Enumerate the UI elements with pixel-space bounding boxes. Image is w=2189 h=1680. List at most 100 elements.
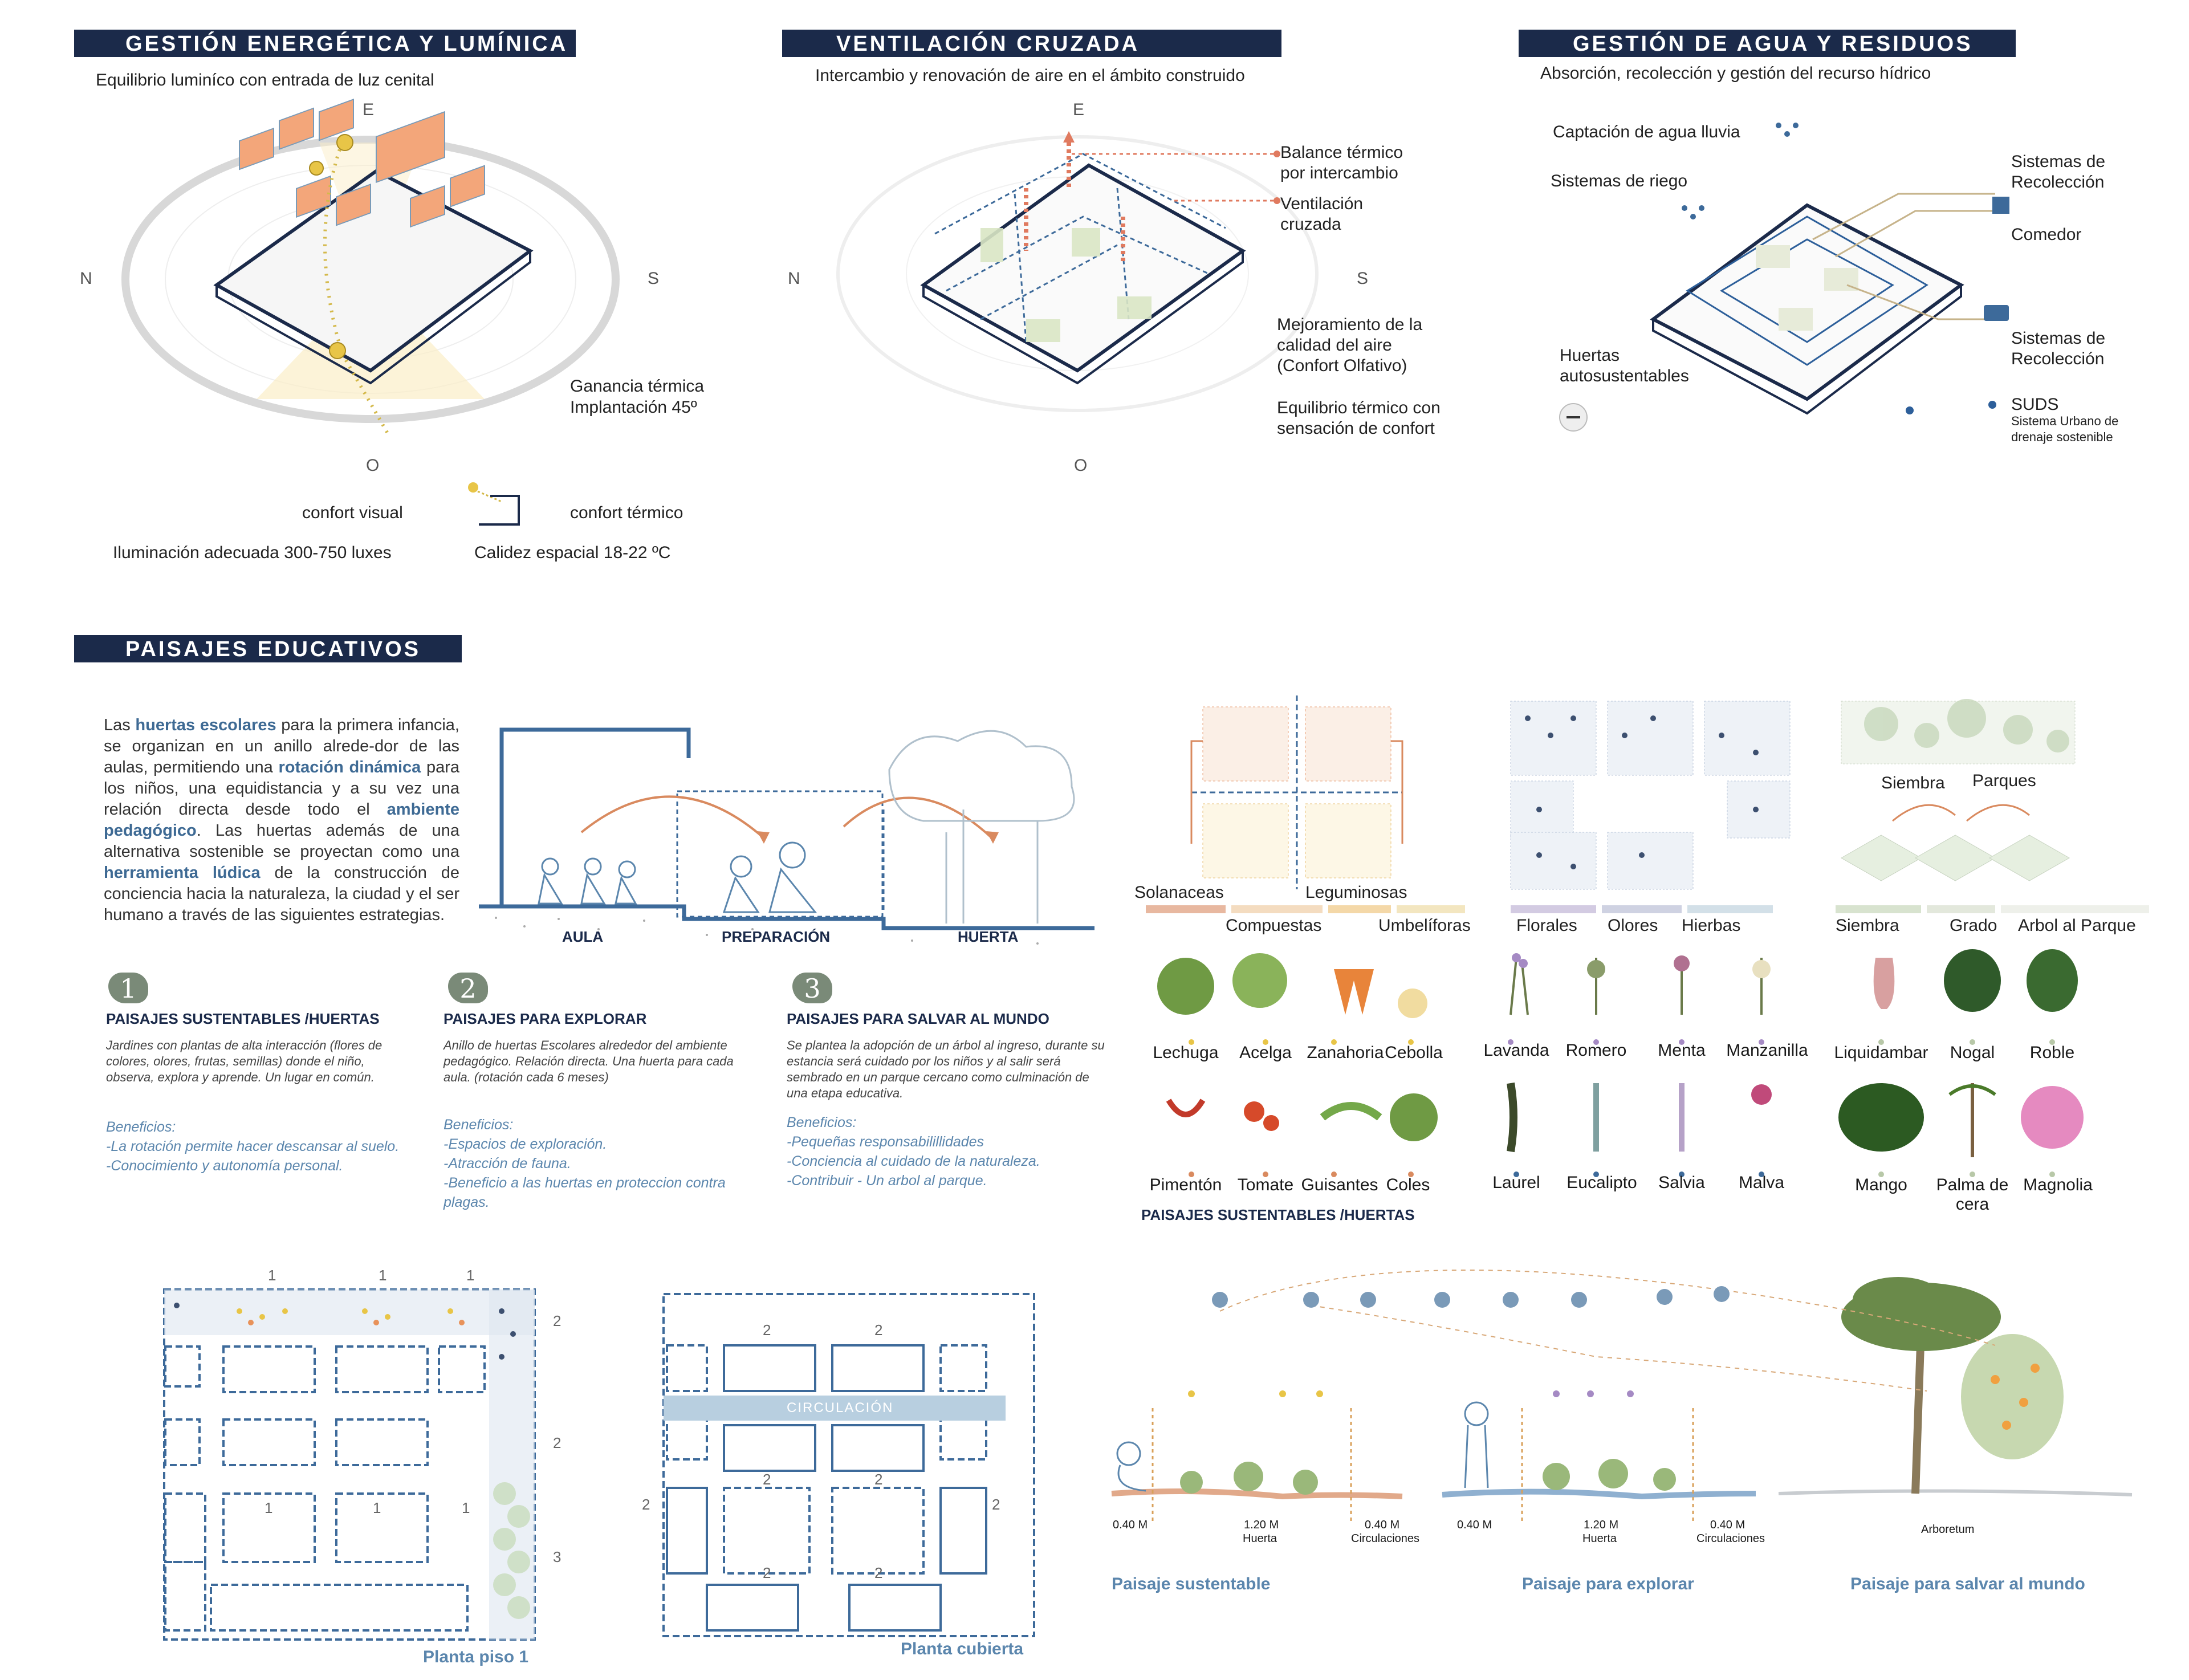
plan2-label-2c: 2 (763, 1471, 771, 1488)
landscapes-intro: Las huertas escolares para la primera in… (104, 716, 460, 924)
cat-solanaceas: Solanaceas (1134, 883, 1224, 902)
cat-florales: Florales (1516, 916, 1577, 935)
legend-thermal-comfort: confort térmico (570, 503, 683, 522)
cat-siembra: Siembra (1836, 916, 1899, 935)
strategy-2-number: 2 (448, 973, 488, 1004)
energy-south-label: S (648, 269, 660, 288)
water-gardens-2: autosustentables (1560, 367, 1689, 385)
section-garden-label: HUERTA (958, 928, 1019, 945)
strategy-2-title: PAISAJES PARA EXPLORAR (444, 1010, 647, 1027)
profile2-d040-right: 0.40 M (1710, 1519, 1745, 1531)
plant-tomate: Tomate (1237, 1175, 1294, 1194)
ventilation-header: VENTILACIÓN CRUZADA (782, 30, 1281, 57)
plan2-label-2b: 2 (874, 1321, 883, 1339)
tree-magnolia: Magnolia (2023, 1175, 2093, 1194)
energy-subtitle: Equilibrio luminíco con entrada de luz c… (96, 71, 434, 90)
strategy-1-desc: Jardines con plantas de alta interacción… (106, 1038, 383, 1084)
profile1-circ: Circulaciones (1351, 1532, 1420, 1545)
water-coll1-1: Sistemas de (2011, 152, 2106, 171)
strategy-2-benefit-2: -Atracción de fauna. (444, 1156, 571, 1171)
plan1-label-1d: 1 (265, 1499, 273, 1516)
plan1-label-2a: 2 (553, 1312, 562, 1329)
section-aula-label: AULA (562, 928, 604, 945)
plan2-label-2h: 2 (874, 1564, 883, 1581)
cat-compuestas: Compuestas (1226, 916, 1322, 935)
plant-cebolla: Cebolla (1385, 1043, 1443, 1062)
strategy-3-desc: Se plantea la adopción de un árbol al in… (787, 1038, 1105, 1100)
ventilation-subtitle: Intercambio y renovación de aire en el á… (815, 66, 1245, 85)
tree-liquidambar: Liquidambar (1834, 1043, 1928, 1062)
water-coll2-1: Sistemas de (2011, 329, 2106, 348)
steps-siembra-label: Siembra (1881, 774, 1945, 792)
plant-coles: Coles (1386, 1175, 1430, 1194)
vent-north-label: N (788, 269, 800, 288)
strategy-3-number: 3 (792, 973, 832, 1004)
water-suds-label: SUDS (2011, 395, 2059, 414)
strategy-3-title: PAISAJES PARA SALVAR AL MUNDO (787, 1010, 1049, 1027)
vent-air-3: (Confort Olfativo) (1277, 356, 1407, 375)
profile2-d040-left: 0.40 M (1457, 1519, 1492, 1531)
profile2-huerta: Huerta (1582, 1532, 1617, 1545)
landscapes-header: PAISAJES EDUCATIVOS (74, 635, 462, 662)
water-irrigation-label: Sistemas de riego (1551, 172, 1688, 190)
plan2-label-2e: 2 (642, 1496, 650, 1513)
strategy-3-benefit-2: -Conciencia al cuidado de la naturaleza. (787, 1153, 1040, 1169)
plant-romero: Romero (1565, 1041, 1627, 1060)
profile1-d040-right: 0.40 M (1365, 1519, 1400, 1531)
profile2-circ: Circulaciones (1696, 1532, 1765, 1545)
vent-balance-1: Balance térmico (1280, 143, 1403, 162)
water-coll1-2: Recolección (2011, 173, 2105, 192)
cat-arbol-parque: Arbol al Parque (2018, 916, 2136, 935)
energy-header: GESTIÓN ENERGÉTICA Y LUMÍNICA (74, 30, 576, 57)
plant-guisantes: Guisantes (1301, 1175, 1378, 1194)
plan1-label-1b: 1 (379, 1267, 387, 1284)
plan1-label-3: 3 (553, 1548, 562, 1565)
vent-east-label: E (1073, 100, 1085, 119)
profile1-huerta: Huerta (1243, 1532, 1277, 1545)
vent-air-1: Mejoramiento de la (1277, 315, 1423, 334)
strategy-2-benefit-3: -Beneficio a las huertas en proteccion c… (444, 1175, 726, 1210)
plant-manzanilla: Manzanilla (1726, 1041, 1808, 1060)
vent-west-label: O (1074, 456, 1088, 475)
tree-palma-de-cera: Palma de cera (1936, 1175, 2009, 1214)
vent-eq-1: Equilibrio térmico con (1277, 398, 1441, 417)
strategy-2-benefits-title: Beneficios: (444, 1117, 514, 1133)
tree-nogal: Nogal (1950, 1043, 1995, 1062)
profile1-d040-left: 0.40 M (1113, 1519, 1148, 1531)
energy-implant-label: Implantación 45º (570, 398, 697, 417)
plan1-label-1e: 1 (373, 1499, 381, 1516)
profile3-arboretum: Arboretum (1921, 1523, 1975, 1536)
light-level-text: Iluminación adecuada 300-750 luxes (113, 543, 392, 562)
tree-mango: Mango (1855, 1175, 1907, 1194)
water-header: GESTIÓN DE AGUA Y RESIDUOS (1519, 30, 2016, 57)
plan2-label-2a: 2 (763, 1321, 771, 1339)
vent-cross-2: cruzada (1280, 215, 1341, 234)
tree-roble: Roble (2029, 1043, 2075, 1062)
vent-south-label: S (1357, 269, 1369, 288)
cat-leguminosas: Leguminosas (1305, 883, 1407, 902)
strategy-2-benefit-1: -Espacios de exploración. (444, 1136, 607, 1152)
profile2-caption: Paisaje para explorar (1522, 1575, 1694, 1593)
plants-footer: PAISAJES SUSTENTABLES /HUERTAS (1141, 1206, 1415, 1223)
plant-laurel: Laurel (1492, 1173, 1540, 1192)
strategy-1-title: PAISAJES SUSTENTABLES /HUERTAS (106, 1010, 380, 1027)
energy-diagram (121, 98, 2009, 526)
cat-hierbas: Hierbas (1682, 916, 1741, 935)
energy-west-label: O (366, 456, 380, 475)
plan2-circulation: CIRCULACIÓN (787, 1400, 894, 1415)
strategy-1-benefit-2: -Conocimiento y autonomía personal. (106, 1158, 343, 1174)
strategy-3-benefit-3: -Contribuir - Un arbol al parque. (787, 1173, 987, 1189)
legend-visual-comfort: confort visual (302, 503, 403, 522)
strategy-3-benefits-title: Beneficios: (787, 1114, 857, 1130)
plant-salvia: Salvia (1658, 1173, 1705, 1192)
plan1-label-1f: 1 (462, 1499, 470, 1516)
cat-umbeliferas: Umbelíforas (1378, 916, 1471, 935)
plant-zanahoria: Zanahoria (1307, 1043, 1384, 1062)
strategy-3-benefit-1: -Pequeñas responsabilillidades (787, 1134, 984, 1150)
water-gardens-1: Huertas (1560, 346, 1620, 365)
water-rain-label: Captación de agua lluvia (1553, 123, 1740, 141)
